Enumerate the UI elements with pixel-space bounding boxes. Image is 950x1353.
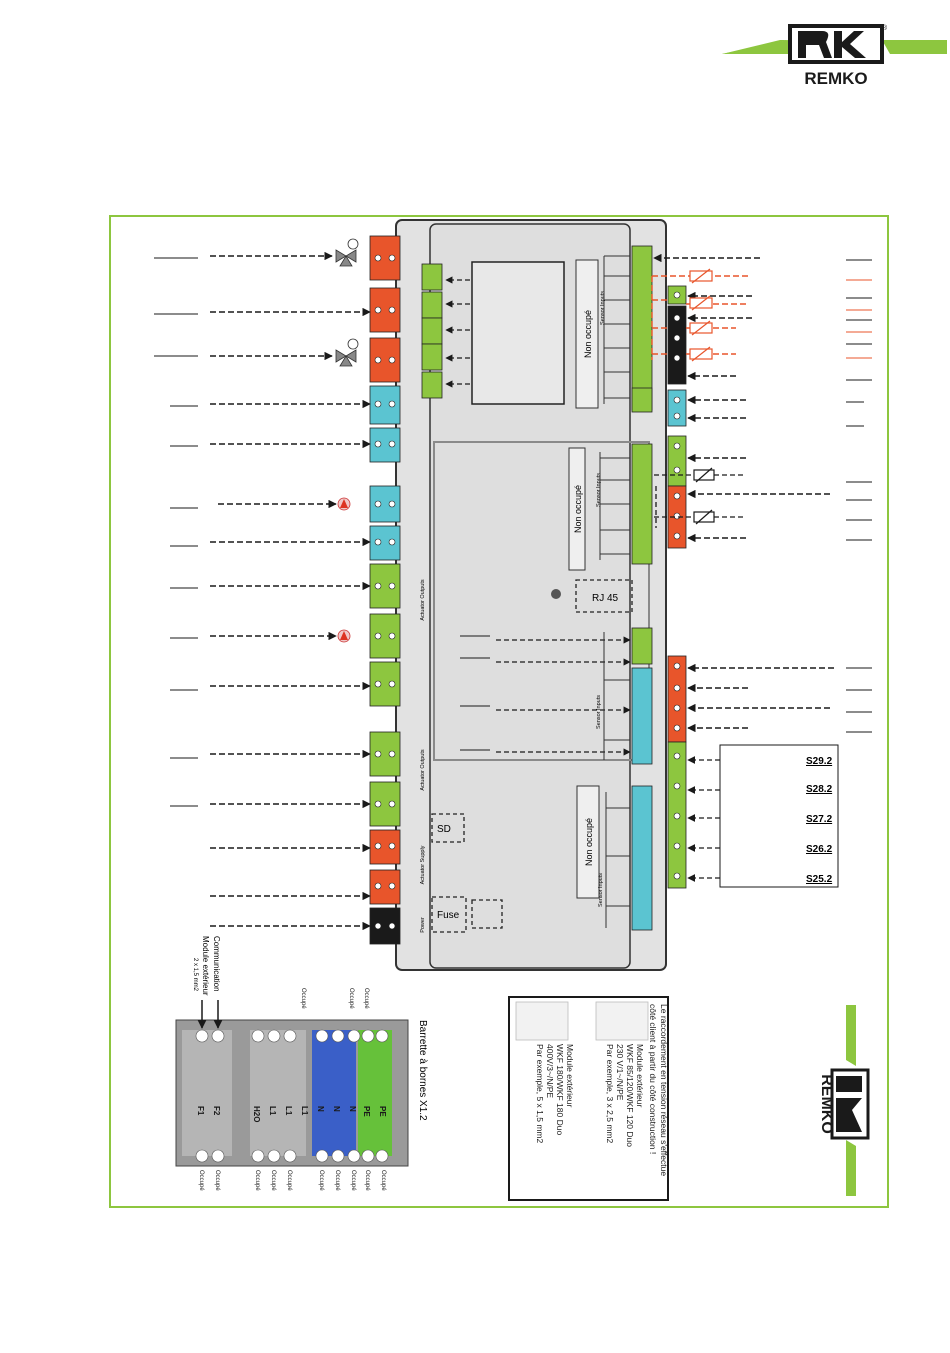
actuator-outputs-label-2: Actuator Outputs bbox=[420, 749, 426, 791]
terminal-l1a: L1 bbox=[268, 1106, 277, 1116]
module1-title: Module extérieur bbox=[635, 1044, 645, 1107]
occupe-bottom-3: Occupé bbox=[254, 1170, 260, 1191]
terminal-pea: PE bbox=[362, 1106, 371, 1117]
svg-text:®: ® bbox=[882, 24, 888, 32]
sensor-s25: S25.2 bbox=[806, 874, 833, 885]
module-label: Module extérieur bbox=[201, 936, 210, 996]
module2-title: Module extérieur bbox=[565, 1044, 575, 1107]
info-line1: Le raccordement en tension réseau s'effe… bbox=[659, 1004, 669, 1176]
valve-icon bbox=[335, 238, 359, 267]
non-occupe-label-3: Non occupé bbox=[584, 818, 594, 866]
terminal-l1b: L1 bbox=[284, 1106, 293, 1116]
terminal-strip: F1 F2 H2O L1 L1 L1 N N N PE PE Barrette … bbox=[175, 936, 428, 1191]
sensor-s26: S26.2 bbox=[806, 844, 833, 855]
sensor-inputs-label-3: Sensor Inputs bbox=[596, 695, 602, 729]
occupe-top-2: Occupé bbox=[348, 988, 354, 1009]
info-line2: côté client à partir du côté constructio… bbox=[648, 1004, 658, 1154]
sensor-box bbox=[719, 744, 839, 888]
module2-model: WKF 180/WKF 180 Duo bbox=[555, 1044, 565, 1135]
non-occupe-label-2: Non occupé bbox=[573, 485, 583, 533]
occupe-bottom-2: Occupé bbox=[214, 1170, 220, 1191]
terminal-f2: F2 bbox=[212, 1106, 221, 1116]
occupe-bottom-6: Occupé bbox=[318, 1170, 324, 1191]
side-brand-name: REMKO bbox=[818, 1074, 835, 1134]
occupe-bottom-1: Occupé bbox=[198, 1170, 204, 1191]
sensor-inputs-label-1: Sensor Inputs bbox=[600, 291, 606, 325]
valve-icon bbox=[335, 338, 359, 367]
non-occupe-label-1: Non occupé bbox=[583, 310, 593, 358]
terminal-nb: N bbox=[332, 1106, 341, 1112]
info-box: Le raccordement en tension réseau s'effe… bbox=[508, 996, 669, 1201]
sensor-inputs-label-2: Sensor Inputs bbox=[596, 473, 602, 507]
module1-model: WKF 85/120/WKF 120 Duo bbox=[625, 1044, 635, 1147]
rj45-label: RJ 45 bbox=[592, 593, 619, 604]
module2-cable: Par exemple, 5 x 1,5 mm2 bbox=[535, 1044, 545, 1143]
terminal-h2o: H2O bbox=[252, 1106, 261, 1122]
terminal-na: N bbox=[316, 1106, 325, 1112]
brand-name: REMKO bbox=[804, 69, 867, 88]
terminal-strip-title: Barrette à bornes X1.2 bbox=[417, 1020, 428, 1121]
occupe-bottom-9: Occupé bbox=[364, 1170, 370, 1191]
actuator-supply-label: Actuator Supply bbox=[420, 845, 426, 884]
fuse-label: Fuse bbox=[437, 910, 460, 921]
sd-label: SD bbox=[437, 824, 451, 835]
sensor-s27: S27.2 bbox=[806, 814, 833, 825]
occupe-bottom-7: Occupé bbox=[334, 1170, 340, 1191]
diagram-frame bbox=[109, 215, 889, 1208]
sensor-s28: S28.2 bbox=[806, 784, 833, 795]
occupe-bottom-10: Occupé bbox=[380, 1170, 386, 1191]
resistor-icon bbox=[689, 268, 713, 362]
terminal-nc: N bbox=[348, 1106, 357, 1112]
right-wires bbox=[653, 253, 834, 733]
pump-icon bbox=[337, 497, 351, 511]
display-window bbox=[471, 261, 565, 405]
module1-cable: Par exemple, 3 x 2,5 mm2 bbox=[605, 1044, 615, 1143]
occupe-bottom-4: Occupé bbox=[270, 1170, 276, 1191]
remko-logo-top: REMKO ® bbox=[722, 24, 947, 88]
terminal-f1: F1 bbox=[196, 1106, 205, 1116]
module1-voltage: 230 V/1~/N/PE bbox=[615, 1044, 625, 1101]
occupe-top-3: Occupé bbox=[363, 988, 369, 1009]
power-label: Power bbox=[420, 917, 426, 933]
sensor-inputs-label-4: Sensor Inputs bbox=[598, 873, 604, 907]
communication-label: Communication bbox=[212, 936, 221, 992]
occupe-top-1: Occupé bbox=[300, 988, 306, 1009]
resistor-icon bbox=[693, 467, 715, 525]
right-connectors bbox=[631, 245, 687, 931]
pump-icon bbox=[337, 629, 351, 643]
actuator-outputs-label-1: Actuator Outputs bbox=[420, 579, 426, 621]
cable-label: 2 x 1,5 mm2 bbox=[192, 958, 198, 992]
module2-voltage: 400V/3~/N/PE bbox=[545, 1044, 555, 1098]
terminal-l1c: L1 bbox=[300, 1106, 309, 1116]
left-wires bbox=[210, 251, 371, 931]
status-led bbox=[551, 589, 561, 599]
occupe-bottom-5: Occupé bbox=[286, 1170, 292, 1191]
terminal-peb: PE bbox=[378, 1106, 387, 1117]
occupe-bottom-8: Occupé bbox=[350, 1170, 356, 1191]
remko-logo-side: REMKO bbox=[818, 1005, 870, 1196]
sensor-s29: S29.2 bbox=[806, 756, 833, 767]
